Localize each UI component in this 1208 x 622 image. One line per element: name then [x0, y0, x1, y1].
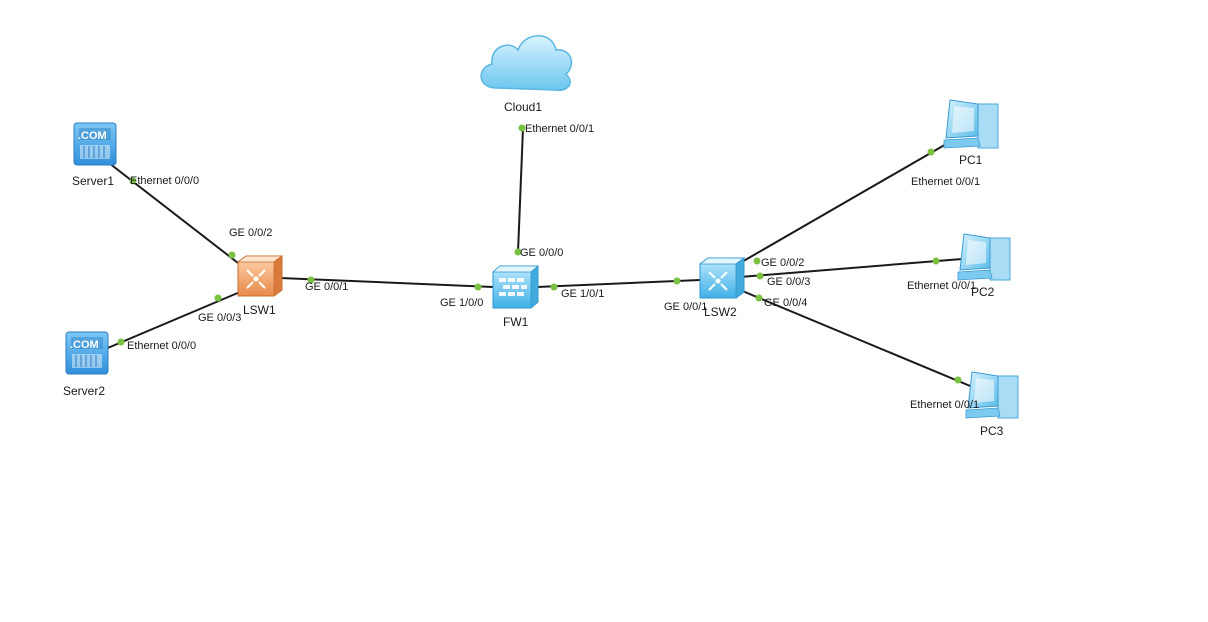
port-label-cloud1-eth: Ethernet 0/0/1	[525, 123, 594, 135]
device-server1[interactable]: .COM Server1	[72, 122, 117, 188]
link-cloud1-fw1[interactable]	[517, 127, 524, 253]
link-lsw2-pc3[interactable]	[739, 289, 976, 389]
pc-icon	[943, 99, 999, 149]
port-dot-pc1-eth[interactable]	[927, 148, 935, 156]
link-lsw2-pc2[interactable]	[739, 258, 963, 278]
port-dot-lsw1-ge002[interactable]	[228, 251, 236, 259]
device-label-pc1: PC1	[959, 153, 983, 167]
link-server2-lsw1[interactable]	[102, 291, 241, 351]
server-icon: .COM	[73, 122, 117, 166]
device-pc3[interactable]: PC3	[965, 371, 1019, 438]
device-fw1[interactable]: FW1	[491, 265, 540, 329]
port-label-fw1-ge000: GE 0/0/0	[520, 247, 563, 259]
port-dot-lsw2-ge003[interactable]	[756, 272, 764, 280]
device-label-pc2: PC2	[971, 285, 995, 299]
port-dot-server1-eth[interactable]	[129, 177, 137, 185]
device-pc1[interactable]: PC1	[943, 99, 999, 167]
port-dot-lsw1-ge001[interactable]	[307, 276, 315, 284]
port-dot-fw1-ge101[interactable]	[550, 283, 558, 291]
device-cloud1[interactable]: Cloud1	[480, 35, 573, 114]
port-dot-server2-eth[interactable]	[117, 338, 125, 346]
pc-icon	[957, 233, 1011, 281]
port-label-lsw1-ge002: GE 0/0/2	[229, 227, 272, 239]
firewall-icon	[491, 265, 540, 309]
port-dot-pc2-eth[interactable]	[932, 257, 940, 265]
device-label-fw1: FW1	[503, 315, 529, 329]
port-dots	[117, 124, 962, 384]
server1-badge: .COM	[78, 130, 107, 142]
port-dot-lsw1-ge003[interactable]	[214, 294, 222, 302]
port-label-server2-eth: Ethernet 0/0/0	[127, 340, 196, 352]
device-lsw2[interactable]: LSW2	[698, 257, 746, 319]
device-lsw1[interactable]: LSW1	[236, 255, 284, 317]
port-dot-lsw2-ge002[interactable]	[753, 257, 761, 265]
port-dot-lsw2-ge001[interactable]	[673, 277, 681, 285]
port-label-fw1-ge101: GE 1/0/1	[561, 288, 604, 300]
port-dot-cloud1-eth[interactable]	[518, 124, 526, 132]
port-label-pc3-eth: Ethernet 0/0/1	[910, 399, 979, 411]
port-label-lsw2-ge002: GE 0/0/2	[761, 257, 804, 269]
port-label-pc2-eth: Ethernet 0/0/1	[907, 280, 976, 292]
device-server2[interactable]: .COM Server2	[63, 331, 109, 398]
server-icon: .COM	[65, 331, 109, 375]
device-label-cloud1: Cloud1	[504, 100, 542, 114]
port-label-lsw2-ge003: GE 0/0/3	[767, 276, 810, 288]
link-lsw2-pc1[interactable]	[739, 142, 949, 264]
port-dot-pc3-eth[interactable]	[954, 376, 962, 384]
port-label-fw1-ge100: GE 1/0/0	[440, 297, 483, 309]
cloud-icon	[480, 35, 573, 92]
port-dot-fw1-ge100[interactable]	[474, 283, 482, 291]
port-labels: Ethernet 0/0/1 GE 0/0/0 Ethernet 0/0/0 G…	[127, 123, 980, 411]
device-label-server1: Server1	[72, 174, 114, 188]
server2-badge: .COM	[70, 339, 99, 351]
device-label-lsw1: LSW1	[243, 303, 276, 317]
port-label-lsw2-ge004: GE 0/0/4	[764, 297, 807, 309]
port-label-server1-eth: Ethernet 0/0/0	[130, 175, 199, 187]
device-label-pc3: PC3	[980, 424, 1004, 438]
port-label-lsw2-ge001: GE 0/0/1	[664, 301, 707, 313]
pc-icon	[965, 371, 1019, 419]
device-label-server2: Server2	[63, 384, 105, 398]
port-dot-lsw2-ge004[interactable]	[755, 294, 763, 302]
switch-icon	[698, 257, 746, 299]
port-label-lsw1-ge001: GE 0/0/1	[305, 281, 348, 293]
device-label-lsw2: LSW2	[704, 305, 737, 319]
link-lsw1-fw1[interactable]	[279, 277, 494, 288]
link-fw1-lsw2[interactable]	[536, 279, 701, 288]
port-dot-fw1-ge000[interactable]	[514, 248, 522, 256]
port-label-lsw1-ge003: GE 0/0/3	[198, 312, 241, 324]
device-pc2[interactable]: PC2	[957, 233, 1011, 299]
switch-icon	[236, 255, 284, 297]
port-label-pc1-eth: Ethernet 0/0/1	[911, 176, 980, 188]
